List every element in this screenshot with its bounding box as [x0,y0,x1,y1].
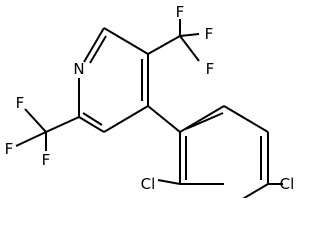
bond-c5-cf3 [147,35,181,55]
bond-b4-b5 [242,183,269,198]
bond-b1-b2-inner [185,112,224,130]
bond-n-c6-inner [89,35,107,64]
fluorine-left-top-label: F [16,94,25,112]
bond-biaryl [147,105,181,133]
fluorine-upper-right-label: F [205,25,214,43]
chlorine-para-label: Cl [280,175,295,193]
cf3-left-bonds [15,108,80,151]
bond-c4-c3 [103,105,149,133]
bond-cf3-f-top-left [24,108,47,133]
fluorine-upper-lower-label: F [206,60,215,78]
bond-c2-cf3 [45,116,80,133]
fluorine-left-left-label: F [5,140,14,158]
fluorine-upper-top-label: F [176,3,185,21]
pyridine-ring [78,27,149,133]
bond-b2-b3 [223,105,269,133]
nitrogen-atom-label: N [73,60,84,78]
bond-c3-c2 [78,116,105,133]
structure-diagram: N F F F F F F Cl Cl [5,3,295,198]
chlorine-ortho-label: Cl [141,175,156,193]
bond-n-c6 [83,27,105,63]
bond-cf3-f-lower [179,35,200,62]
benzene-ring [179,105,269,198]
bond-c3-c2-inner [82,112,103,126]
molecule-drawing: N F F F F F F Cl Cl [5,3,295,198]
bond-c-cl-ortho [157,179,181,185]
bond-c6-c5 [103,27,149,55]
cf3-upper-bonds [147,19,200,62]
bond-cf3-f-left [15,131,47,147]
fluorine-left-bottom-label: F [42,151,51,169]
bond-cf3-f-right [179,33,200,37]
